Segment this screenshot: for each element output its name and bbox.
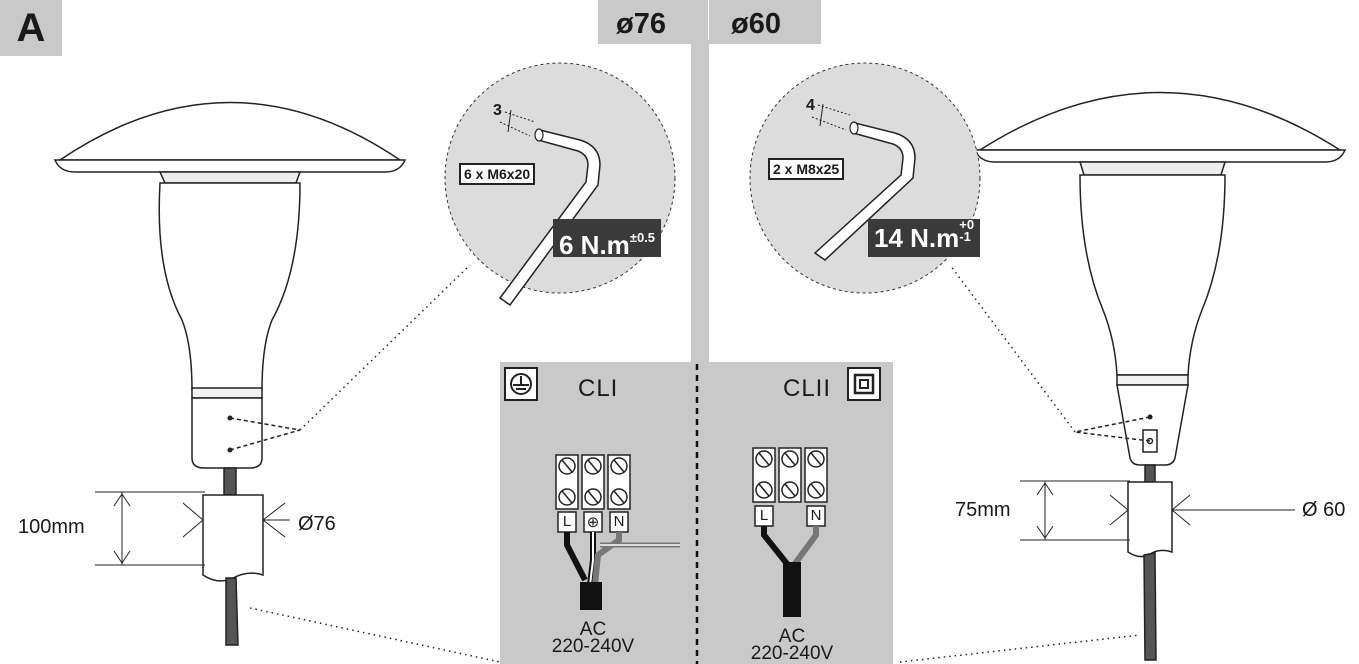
class2-label: CLII bbox=[783, 375, 832, 402]
cl2-terminal-l: L bbox=[759, 507, 769, 524]
left-torque-value: 6 N.m bbox=[559, 230, 630, 260]
right-height: 75mm bbox=[955, 499, 1011, 521]
cl2-wiring bbox=[752, 367, 881, 617]
diameter-left: ø76 bbox=[598, 0, 708, 44]
left-torque: 6 N.m±0.5 bbox=[553, 219, 662, 260]
right-torque-tol-upper: +0 bbox=[959, 217, 975, 232]
cl2-terminal-n: N bbox=[810, 507, 822, 524]
right-hex-size: 4 bbox=[806, 97, 815, 114]
left-luminaire bbox=[53, 101, 407, 646]
right-screw-spec: 2 x M8x25 bbox=[768, 158, 845, 180]
double-insulation-icon bbox=[847, 367, 881, 401]
leader-left-bottom bbox=[249, 607, 501, 663]
cl1-ac-label: AC bbox=[579, 619, 607, 640]
left-hex-size: 3 bbox=[493, 102, 502, 119]
right-luminaire bbox=[973, 91, 1347, 661]
cl1-supply: AC 220-240V bbox=[538, 619, 648, 657]
diameter-right: ø60 bbox=[709, 0, 821, 44]
cl2-supply: AC 220-240V bbox=[737, 626, 847, 664]
left-torque-tolerance: ±0.5 bbox=[629, 230, 656, 245]
right-torque-value: 14 N.m bbox=[874, 223, 960, 253]
cl2-ac-label: AC bbox=[778, 626, 806, 647]
class1-label: CLI bbox=[578, 375, 619, 402]
left-height: 100mm bbox=[18, 516, 85, 538]
cl1-wiring bbox=[504, 367, 680, 610]
cl2-voltage: 220-240V bbox=[750, 643, 834, 664]
leader-right-bottom bbox=[899, 634, 1141, 663]
cl1-terminal-earth: ⊕ bbox=[586, 514, 600, 531]
cl1-terminal-n: N bbox=[613, 513, 625, 530]
right-torque-tol-lower: -1 bbox=[959, 229, 971, 244]
leader-right-top bbox=[949, 264, 1076, 433]
leader-left-top bbox=[299, 264, 471, 431]
left-diameter: Ø76 bbox=[298, 513, 336, 535]
cl1-terminal-l: L bbox=[562, 513, 572, 530]
right-diameter: Ø 60 bbox=[1302, 499, 1346, 521]
left-screw-spec: 6 x M6x20 bbox=[459, 163, 536, 185]
right-torque: 14 N.m+0-1 bbox=[868, 217, 981, 257]
center-divider bbox=[691, 40, 709, 365]
cl1-voltage: 220-240V bbox=[551, 636, 635, 657]
panel-label: A bbox=[0, 0, 62, 56]
